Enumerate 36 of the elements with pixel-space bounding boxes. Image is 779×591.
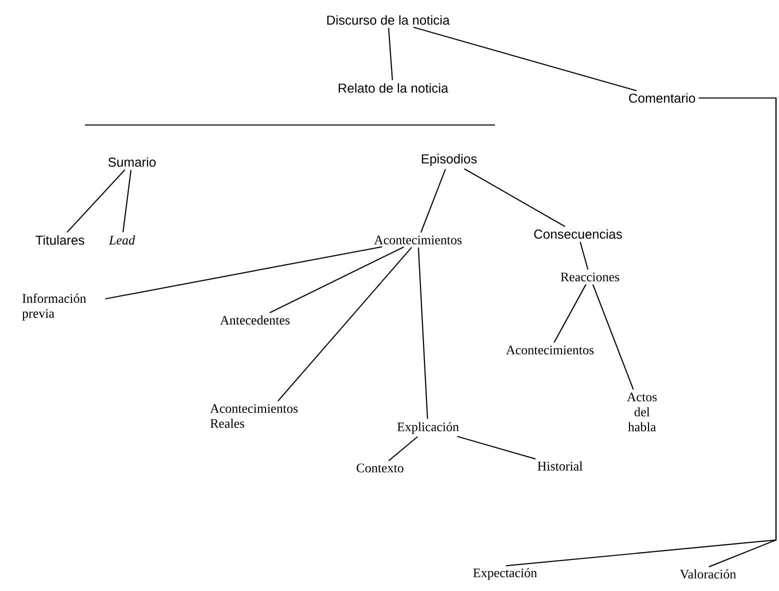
tree-label: Información previa — [22, 294, 86, 320]
tree-label: Explicación — [397, 422, 459, 434]
tree-label: Acontecimientos — [374, 236, 462, 244]
tree-line — [698, 97, 777, 568]
tree-line — [456, 436, 536, 460]
tree-label: Comentario — [629, 93, 696, 103]
tree-line — [388, 436, 418, 462]
tree-label: Discurso de la noticia — [327, 15, 450, 25]
tree-line — [269, 246, 404, 314]
tree-line — [420, 168, 446, 233]
tree-line — [580, 242, 588, 270]
tree-line — [464, 168, 566, 227]
tree-line — [105, 246, 382, 300]
tree-line — [122, 170, 132, 232]
tree-label: Sumario — [108, 157, 156, 167]
tree-label: Valoración — [680, 569, 736, 579]
tree-label: Episodios — [422, 154, 477, 166]
tree-line — [592, 284, 634, 390]
tree-label: Actos del habla — [626, 392, 657, 432]
tree-line — [554, 284, 586, 343]
tree-line — [277, 246, 412, 402]
tree-label: Acontecimientos Reales — [210, 404, 298, 428]
tree-line — [66, 169, 126, 233]
tree-label: Lead — [108, 235, 136, 245]
tree-label: Relato de la noticia — [338, 83, 448, 93]
tree-label: Acontecimientos — [506, 346, 594, 354]
tree-label: Contexto — [356, 464, 404, 472]
tree-label: Expectación — [473, 568, 537, 580]
tree-label: Antecedentes — [220, 315, 290, 325]
tree-label: Consecuencias — [534, 229, 622, 239]
tree-label: Reacciones — [560, 272, 620, 282]
tree-line — [418, 248, 428, 419]
tree-line — [388, 28, 393, 80]
tree-line — [413, 26, 637, 92]
tree-label: Historial — [538, 461, 582, 471]
tree-label: Titulares — [36, 235, 84, 245]
